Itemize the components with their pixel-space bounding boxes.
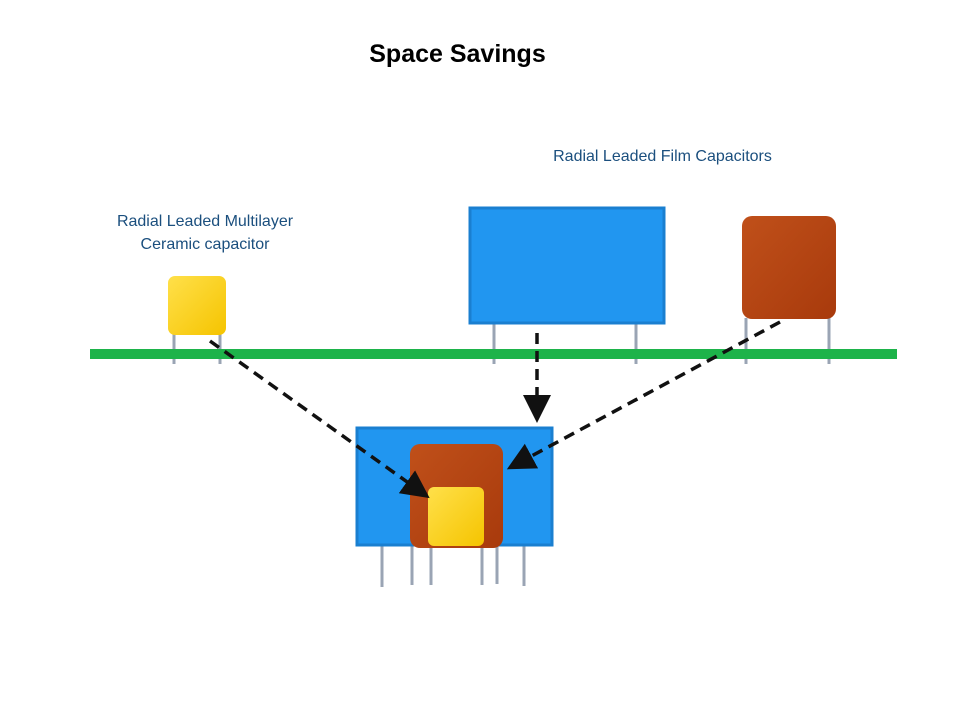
overlay-mlcc-capacitor	[428, 487, 484, 546]
arrow-small-film	[506, 320, 781, 470]
mlcc-capacitor	[168, 276, 226, 335]
pcb-board	[90, 349, 897, 359]
mlcc-label-line2: Ceramic capacitor	[140, 236, 270, 253]
large-film-capacitor	[468, 206, 666, 325]
small-film-capacitor	[742, 216, 836, 319]
mlcc-label-line1: Radial Leaded Multilayer	[116, 213, 294, 230]
film-capacitors-label: Radial Leaded Film Capacitors	[553, 148, 772, 165]
arrow-mlcc	[208, 339, 430, 499]
overlay-leads	[380, 544, 526, 587]
mlcc-label: Radial Leaded Multilayer Ceramic capacit…	[80, 210, 330, 256]
slide-title: Space Savings	[369, 40, 546, 68]
